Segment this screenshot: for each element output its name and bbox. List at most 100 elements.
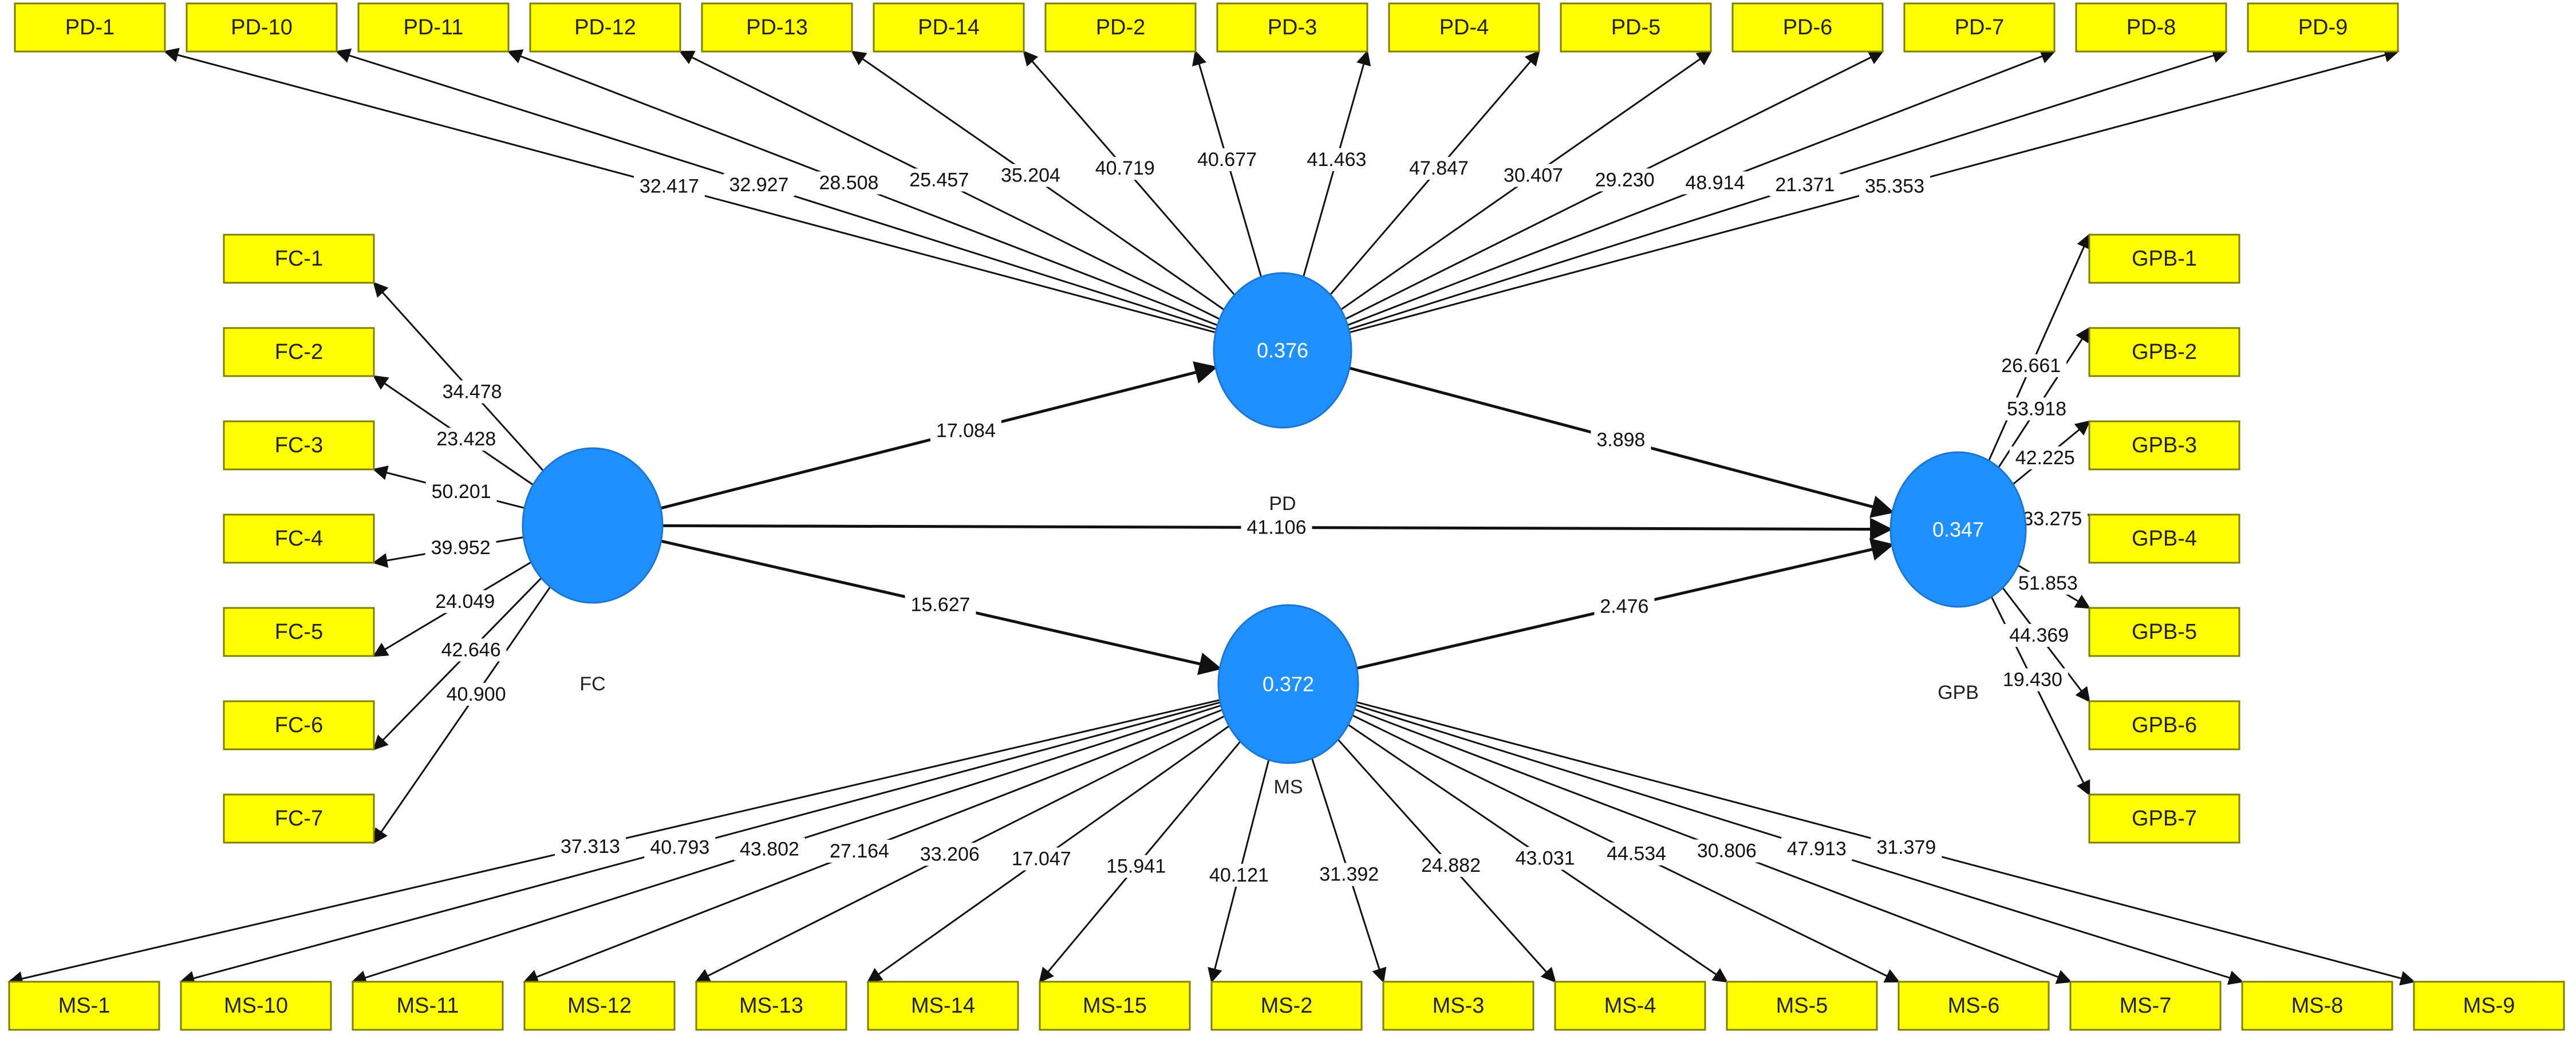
indicator-fc-7[interactable]: FC-7 (223, 793, 375, 844)
indicator-ms-8[interactable]: MS-8 (2241, 981, 2393, 1031)
indicator-box-ms-5 (1726, 981, 1878, 1031)
indicator-pd-8[interactable]: PD-8 (2075, 2, 2227, 53)
indicator-gpb-6[interactable]: GPB-6 (2088, 700, 2240, 750)
loading-label-ms-7-bg (1691, 839, 1762, 863)
indicator-label-fc-6: FC-6 (275, 713, 323, 737)
indicator-ms-2[interactable]: MS-2 (1210, 981, 1363, 1031)
loading-label-gpb-2-text: 53.918 (2007, 398, 2066, 420)
latent-r2-pd: 0.376 (1257, 339, 1308, 362)
indicator-ms-1[interactable]: MS-1 (8, 981, 160, 1031)
indicator-gpb-5[interactable]: GPB-5 (2088, 607, 2240, 657)
indicator-ms-6[interactable]: MS-6 (1898, 981, 2050, 1031)
indicator-label-pd-14: PD-14 (918, 15, 980, 39)
indicator-pd-13[interactable]: PD-13 (701, 2, 853, 53)
loading-label-ms-8: 47.913 (1781, 837, 1852, 861)
indicator-label-ms-10: MS-10 (224, 994, 288, 1018)
indicator-ms-11[interactable]: MS-11 (352, 981, 504, 1031)
indicator-ms-12[interactable]: MS-12 (523, 981, 676, 1031)
indicator-box-pd-6 (1731, 2, 1884, 53)
indicator-pd-2[interactable]: PD-2 (1044, 2, 1197, 53)
loading-label-pd-9-bg (1859, 175, 1930, 198)
loading-label-pd-3: 41.463 (1301, 148, 1372, 171)
loading-label-ms-4-text: 24.882 (1421, 855, 1481, 876)
loading-label-fc-2: 23.428 (431, 428, 502, 451)
loading-label-ms-11-text: 43.802 (740, 838, 799, 860)
indicator-ms-5[interactable]: MS-5 (1726, 981, 1878, 1031)
loading-label-gpb-7-bg (1997, 668, 2068, 691)
indicator-box-ms-4 (1554, 981, 1706, 1031)
indicator-gpb-3[interactable]: GPB-3 (2088, 420, 2240, 471)
indicator-pd-11[interactable]: PD-11 (357, 2, 510, 53)
path-label-ms-to-gpb: 2.476 (1594, 595, 1655, 618)
indicator-gpb-7[interactable]: GPB-7 (2088, 793, 2240, 844)
loading-label-pd-3-text: 41.463 (1307, 149, 1366, 171)
indicator-box-gpb-3 (2088, 420, 2240, 471)
loading-label-fc-2-bg (431, 428, 502, 451)
indicator-ms-10[interactable]: MS-10 (180, 981, 332, 1031)
indicator-box-fc-4 (223, 513, 375, 564)
indicator-label-ms-5: MS-5 (1776, 994, 1828, 1018)
indicator-fc-1[interactable]: FC-1 (223, 234, 375, 284)
indicator-ms-14[interactable]: MS-14 (867, 981, 1019, 1031)
loading-edge-fc-6 (373, 577, 542, 750)
loading-label-gpb-4: 33.275 (2017, 507, 2088, 531)
loading-label-gpb-7: 19.430 (1997, 668, 2068, 691)
loading-label-pd-6: 29.230 (1589, 168, 1660, 192)
indicator-gpb-2[interactable]: GPB-2 (2088, 327, 2240, 377)
indicator-ms-7[interactable]: MS-7 (2069, 981, 2222, 1031)
indicator-ms-3[interactable]: MS-3 (1382, 981, 1534, 1031)
indicator-pd-7[interactable]: PD-7 (1903, 2, 2056, 53)
loading-label-ms-15-text: 15.941 (1106, 856, 1166, 878)
indicator-label-fc-2: FC-2 (275, 340, 323, 364)
indicator-box-pd-13 (701, 2, 853, 53)
loading-label-ms-4: 24.882 (1415, 853, 1487, 877)
indicator-ms-9[interactable]: MS-9 (2413, 981, 2565, 1031)
loading-label-pd-1-bg (633, 175, 705, 198)
indicator-pd-1[interactable]: PD-1 (14, 2, 166, 53)
loading-label-pd-6-text: 29.230 (1595, 169, 1655, 191)
indicator-box-ms-3 (1382, 981, 1534, 1031)
indicator-pd-4[interactable]: PD-4 (1388, 2, 1540, 53)
latent-fc[interactable]: FC (522, 447, 664, 695)
indicator-pd-6[interactable]: PD-6 (1731, 2, 1884, 53)
indicator-fc-3[interactable]: FC-3 (223, 420, 375, 471)
indicator-pd-9[interactable]: PD-9 (2247, 2, 2399, 53)
indicator-label-ms-14: MS-14 (911, 994, 975, 1018)
indicator-gpb-4[interactable]: GPB-4 (2088, 513, 2240, 564)
indicator-pd-14[interactable]: PD-14 (873, 2, 1025, 53)
indicator-ms-4[interactable]: MS-4 (1554, 981, 1706, 1031)
loading-label-gpb-1-text: 26.661 (2001, 355, 2061, 377)
loading-label-fc-1-text: 34.478 (443, 381, 502, 402)
indicator-fc-4[interactable]: FC-4 (223, 513, 375, 564)
loading-label-gpb-5-text: 51.853 (2018, 572, 2078, 594)
indicator-pd-10[interactable]: PD-10 (186, 2, 338, 53)
loading-label-ms-9-text: 31.379 (1876, 836, 1936, 858)
loading-label-fc-7-text: 40.900 (447, 683, 506, 705)
indicator-label-ms-9: MS-9 (2463, 994, 2515, 1018)
indicator-pd-5[interactable]: PD-5 (1560, 2, 1712, 53)
indicator-gpb-1[interactable]: GPB-1 (2088, 234, 2240, 284)
indicator-fc-5[interactable]: FC-5 (223, 607, 375, 657)
loading-label-pd-12: 25.457 (904, 168, 975, 192)
loading-label-gpb-5-bg (2012, 571, 2084, 595)
loading-label-pd-1: 32.417 (633, 175, 705, 198)
indicator-pd-12[interactable]: PD-12 (529, 2, 681, 53)
indicator-box-gpb-7 (2088, 793, 2240, 844)
indicator-box-pd-3 (1216, 2, 1368, 53)
loading-label-ms-5-bg (1509, 847, 1581, 870)
loading-label-gpb-3-bg (2009, 446, 2081, 469)
loading-label-ms-14-text: 17.047 (1012, 848, 1071, 870)
indicator-box-pd-5 (1560, 2, 1712, 53)
loading-label-ms-8-text: 47.913 (1787, 838, 1847, 860)
indicator-fc-6[interactable]: FC-6 (223, 700, 375, 750)
loading-label-pd-5-bg (1497, 164, 1569, 187)
loading-label-pd-6-bg (1589, 168, 1660, 192)
indicator-box-ms-1 (8, 981, 160, 1031)
indicator-pd-3[interactable]: PD-3 (1216, 2, 1368, 53)
indicator-ms-13[interactable]: MS-13 (695, 981, 847, 1031)
indicator-ms-15[interactable]: MS-15 (1039, 981, 1191, 1031)
indicator-fc-2[interactable]: FC-2 (223, 327, 375, 377)
